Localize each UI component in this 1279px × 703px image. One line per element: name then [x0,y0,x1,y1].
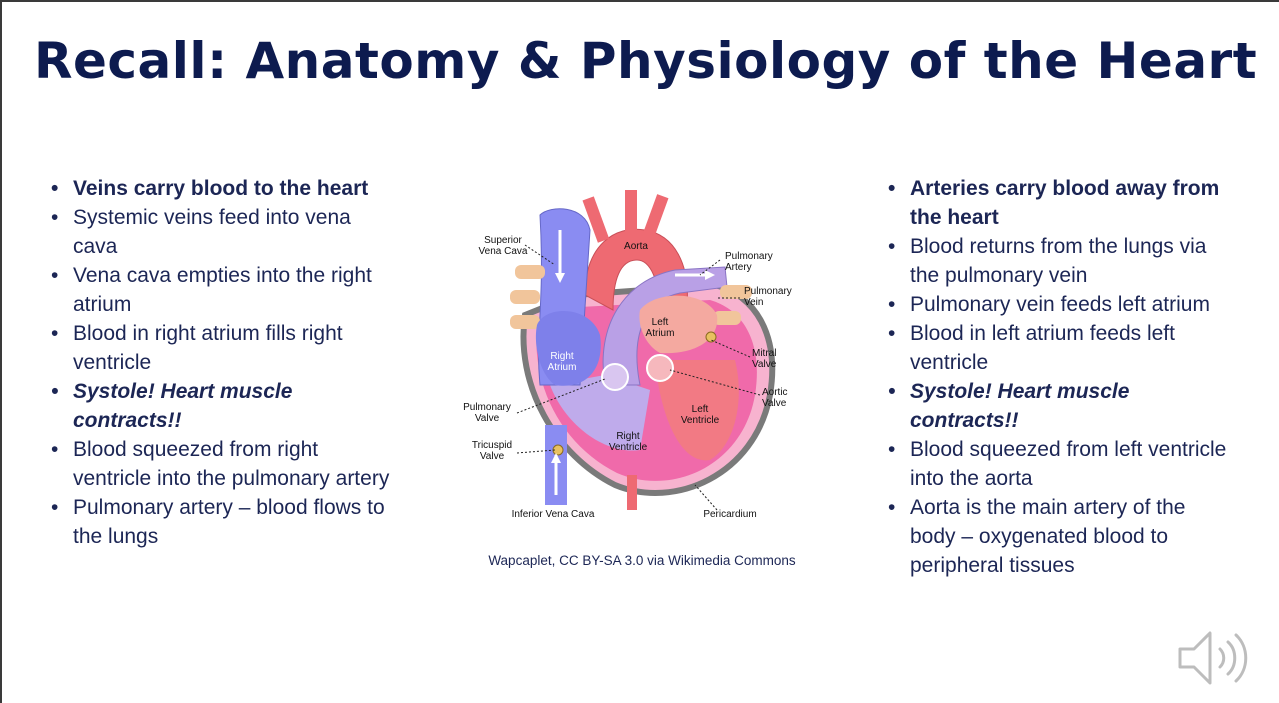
label-aortic-valve: Aortic [762,387,788,398]
image-credit-caption: Wapcaplet, CC BY-SA 3.0 via Wikimedia Co… [488,553,796,568]
bullet-item: Vena cava empties into the right atrium [51,261,393,319]
label-right-ventricle: Right [616,431,640,442]
aortic-valve [646,354,674,382]
flow-arrow-head [705,270,715,280]
label-right-ventricle: Ventricle [609,442,648,453]
bullet-item: Veins carry blood to the heart [51,174,393,203]
label-right-atrium: Right [550,351,574,362]
pulmonary-vein [510,290,540,304]
pulmonary-vein [713,311,741,325]
right-bullet-list: Arteries carry blood away from the heart… [886,174,1230,580]
left-atrium [639,295,718,354]
left-bullet-list: Veins carry blood to the heart Systemic … [49,174,393,551]
bullet-item: Systole! Heart muscle contracts!! [51,377,393,435]
label-aorta: Aorta [624,241,648,252]
pulmonary-artery [602,266,728,386]
flow-arrow-head [551,453,561,463]
bullet-item: Pulmonary artery – blood flows to the lu… [51,493,393,551]
heart-diagram: Superior Vena Cava Aorta Pulmonary Arter… [463,190,792,520]
label-mitral-valve: Mitral [752,348,776,359]
label-tricuspid-valve: Valve [480,451,505,462]
right-ventricle [550,375,650,451]
bullet-item: Blood in left atrium feeds left ventricl… [888,319,1230,377]
label-left-ventricle: Ventricle [681,415,720,426]
slide-title: Recall: Anatomy & Physiology of the Hear… [34,32,1258,90]
label-tricuspid-valve: Tricuspid [472,440,512,451]
bullet-item: Blood in right atrium fills right ventri… [51,319,393,377]
label-pulmonary-artery: Pulmonary [725,251,773,262]
bullet-item: Systole! Heart muscle contracts!! [888,377,1230,435]
label-pulmonary-artery: Artery [725,262,752,273]
label-superior-vena-cava: Vena Cava [479,246,528,257]
bullet-item: Aorta is the main artery of the body – o… [888,493,1230,580]
label-superior-vena-cava: Superior [484,235,522,246]
left-ventricle [655,360,739,461]
top-border [0,0,1279,2]
bullet-item: Arteries carry blood away from the heart [888,174,1230,232]
label-aortic-valve: Valve [762,398,787,409]
aortic-branch [582,196,610,243]
pulmonary-vein [515,265,545,279]
pulmonary-vein [510,315,540,329]
label-left-atrium: Left [652,317,669,328]
descending-aorta [627,475,637,510]
label-pulmonary-vein: Pulmonary [744,286,792,297]
pulmonary-valve [601,363,629,391]
label-mitral-valve: Valve [752,359,777,370]
label-pulmonary-valve: Pulmonary [463,402,511,413]
label-right-atrium: Atrium [548,362,577,373]
label-pericardium: Pericardium [703,509,756,520]
flow-arrow-head [555,273,565,283]
label-pulmonary-valve: Valve [475,413,500,424]
bullet-item: Blood returns from the lungs via the pul… [888,232,1230,290]
right-atrium [535,311,601,386]
bullet-item: Blood squeezed from left ventricle into … [888,435,1230,493]
bullet-item: Systemic veins feed into vena cava [51,203,393,261]
leader-lines [516,244,761,511]
aortic-branch [643,194,669,236]
pulmonary-vein [720,285,752,299]
label-pulmonary-vein: Vein [744,297,763,308]
aortic-branch [625,190,637,235]
bullet-item: Blood squeezed from right ventricle into… [51,435,393,493]
label-left-ventricle: Left [692,404,709,415]
label-inferior-vena-cava: Inferior Vena Cava [512,509,595,520]
bullet-item: Pulmonary vein feeds left atrium [888,290,1230,319]
speaker-icon[interactable] [1176,627,1254,689]
left-border [0,0,2,703]
label-left-atrium: Atrium [646,328,675,339]
mitral-valve-marker [705,331,717,343]
